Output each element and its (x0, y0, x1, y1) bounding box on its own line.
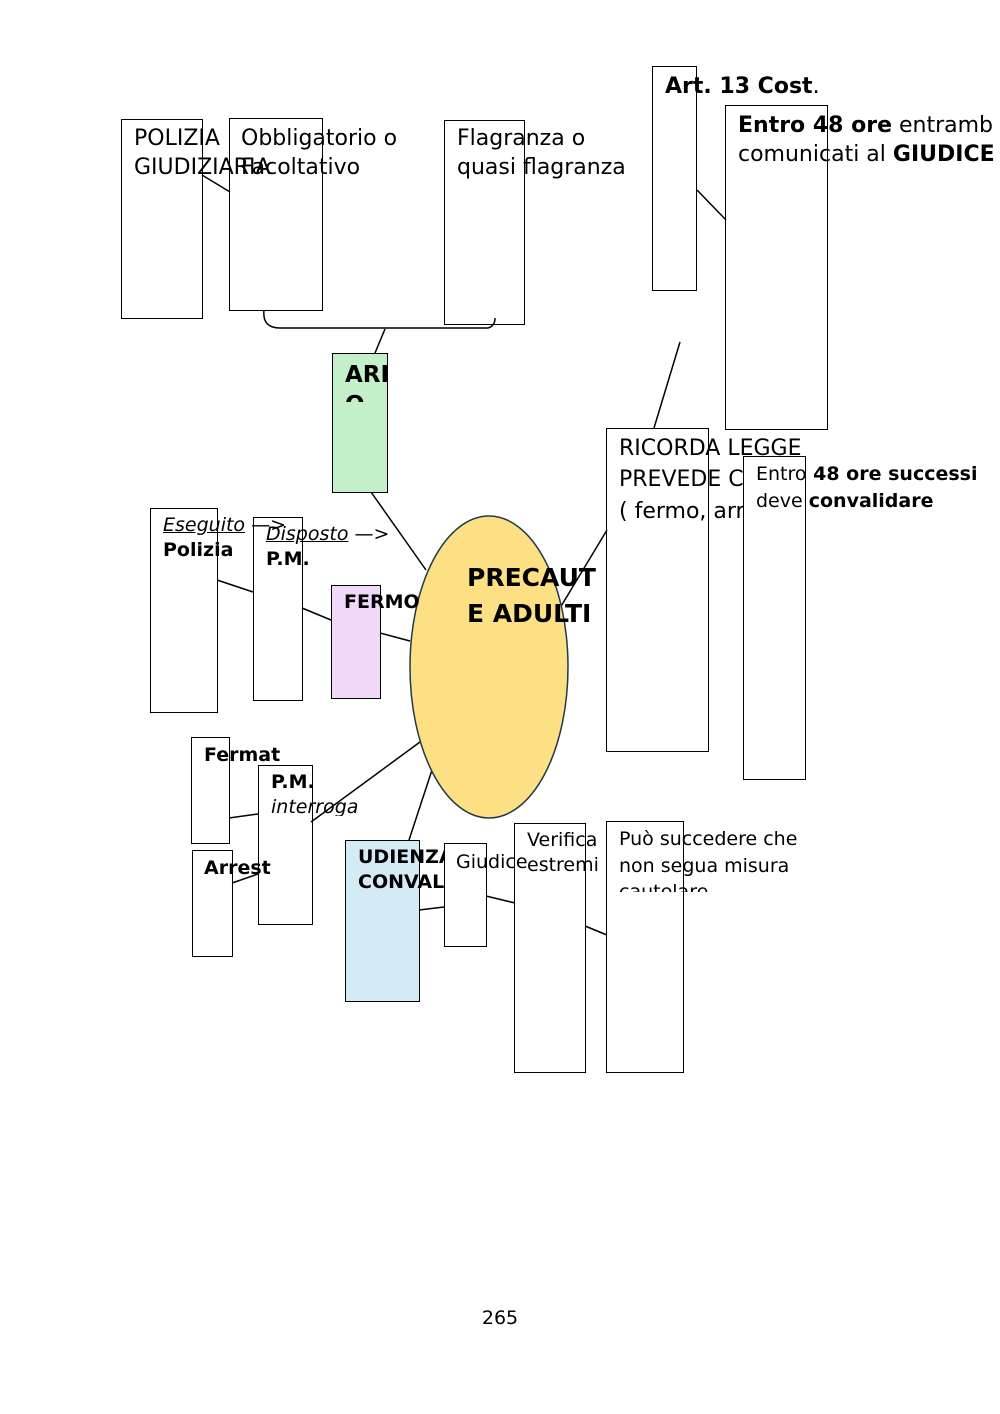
obbligatorio-label: Obbligatorio o Facoltativo (241, 126, 398, 181)
art13-label: Art. 13 Cost. (665, 74, 820, 99)
pm-interroga-box (258, 765, 313, 925)
flagranza-label: Flagranza o quasi flagranza (457, 126, 626, 181)
polizia-giudiziaria-box (121, 119, 203, 319)
obbligatorio-box (229, 118, 323, 311)
arrest-label: Arrest (204, 857, 271, 879)
udienza-box (345, 840, 420, 1002)
giudice-box (444, 843, 487, 947)
arresto-label: ARREST O (345, 362, 387, 402)
flagranza-box (444, 120, 525, 325)
fermato-label: Fermat (204, 744, 281, 766)
entro48-successive-label: Entro 48 ore successi deve convalidare (756, 463, 978, 512)
arresto-box: ARREST O (332, 353, 388, 493)
verifica-label: Verifica estremi (527, 829, 599, 877)
entro48-box (725, 105, 828, 430)
polizia-giudiziaria-label: POLIZIA GIUDIZIARIA (134, 126, 271, 181)
precautelare-ellipse (409, 515, 569, 819)
fermo-box (331, 585, 381, 699)
eseguito-label: Eseguito —> Polizia (163, 514, 287, 562)
eseguito-box (150, 508, 218, 713)
fermo-label: FERMO (344, 591, 420, 613)
disposto-label: Disposto —> P.M. (266, 523, 390, 566)
art13-box (652, 66, 697, 291)
page-number: 265 (481, 1307, 519, 1329)
fermato-box (191, 737, 230, 844)
entro48-successive-box (743, 456, 806, 780)
puo-succedere-box (606, 821, 684, 1073)
pm-interroga-label: P.M. interroga (271, 771, 359, 816)
disposto-box (253, 517, 303, 701)
entro48-label: Entro 48 ore entramb comunicati al GIUDI… (738, 113, 995, 168)
arrest-box (192, 850, 233, 957)
giudice-label: Giudice (456, 851, 528, 873)
precautelare-label: PRECAUT E ADULTI (467, 563, 596, 628)
ricorda-box (606, 428, 709, 752)
verifica-box (514, 823, 586, 1073)
puo-succedere-label: Può succedere che non segua misura caute… (619, 828, 798, 892)
